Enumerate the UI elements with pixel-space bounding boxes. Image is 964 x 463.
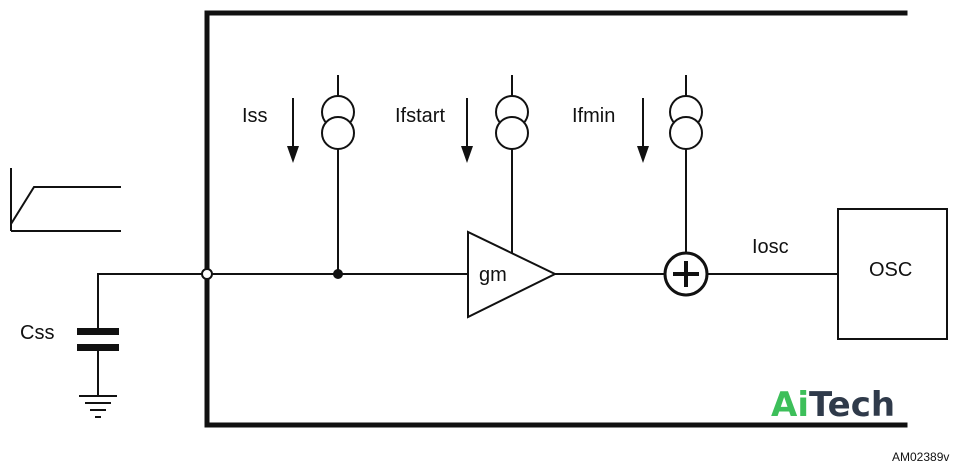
ground-icon [79, 395, 117, 418]
iss-current-source: Iss [242, 75, 355, 274]
iss-label: Iss [242, 105, 268, 127]
figure-id: AM02389v [892, 450, 949, 463]
aitech-logo: AiTech [771, 385, 895, 425]
arrow-down-icon [287, 98, 299, 163]
osc-block [837, 208, 948, 340]
ic-boundary [204, 10, 908, 428]
arrow-down-icon [461, 98, 473, 163]
summing-junction-icon [663, 251, 709, 297]
ifstart-label: Ifstart [395, 105, 445, 127]
ifstart-current-source: Ifstart [395, 75, 529, 253]
logo-part-ai: Ai [771, 385, 809, 425]
arrow-down-icon [637, 98, 649, 163]
ifmin-label: Ifmin [572, 105, 615, 127]
logo-part-tech: Tech [809, 385, 895, 425]
iosc-label: Iosc [752, 236, 789, 258]
ifmin-current-source: Ifmin [572, 75, 703, 252]
gm-label: gm [479, 264, 507, 286]
amplifier-icon [467, 230, 558, 319]
css-label: Css [20, 322, 54, 344]
pin-node [201, 268, 213, 280]
osc-label: OSC [869, 259, 912, 281]
current-source-icon [321, 95, 355, 150]
soft-start-ramp-icon [10, 168, 121, 232]
capacitor-icon [77, 328, 119, 351]
current-source-icon [495, 95, 529, 150]
capacitor-branch [77, 273, 207, 418]
current-source-icon [669, 95, 703, 150]
